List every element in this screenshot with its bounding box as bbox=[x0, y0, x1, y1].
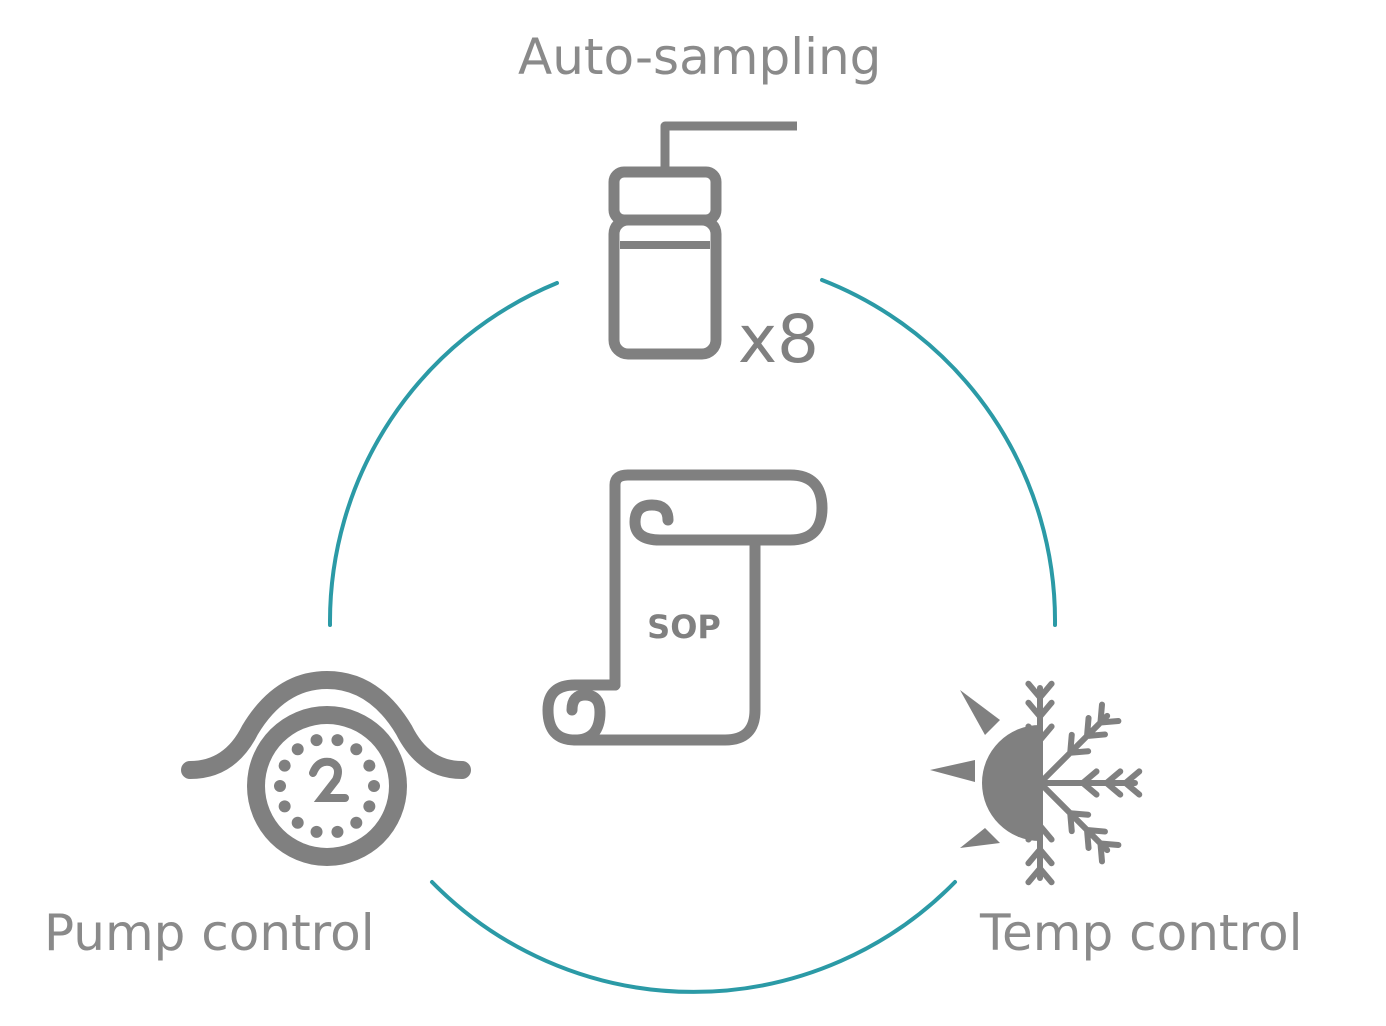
pump-roller-dot bbox=[350, 743, 363, 756]
multiplier-text: x8 bbox=[738, 301, 819, 378]
label-pump-control: Pump control bbox=[44, 904, 375, 962]
ring-arc-top-left bbox=[327, 281, 559, 627]
label-temp-control: Temp control bbox=[980, 904, 1303, 962]
pump-roller-dot bbox=[274, 780, 286, 792]
pump-roller-dot bbox=[350, 816, 363, 829]
sample-bottle-icon bbox=[608, 121, 797, 360]
sop-text: SOP bbox=[647, 608, 721, 646]
pump-roller-dot bbox=[310, 825, 323, 838]
snowflake-arm bbox=[1025, 680, 1055, 786]
pump-roller-dot bbox=[331, 825, 344, 838]
snowflake-arm bbox=[1037, 780, 1122, 865]
pump-roller-dot bbox=[291, 743, 304, 756]
snowflake-arm bbox=[1025, 780, 1055, 886]
label-auto-sampling: Auto-sampling bbox=[518, 28, 882, 86]
pump-roller-dot bbox=[331, 734, 344, 747]
pump-roller-dot bbox=[363, 759, 376, 772]
sun-snowflake-icon bbox=[930, 680, 1143, 886]
pump-roller-dot bbox=[310, 734, 323, 747]
pump-roller-dot bbox=[278, 759, 291, 772]
ring-arc-top-right bbox=[820, 278, 1058, 627]
ring-arc-bottom bbox=[430, 880, 957, 994]
cycle-ring bbox=[327, 278, 1058, 994]
sop-scroll-icon bbox=[542, 469, 828, 746]
pump-roller-dot bbox=[368, 780, 380, 792]
snowflake-arm bbox=[1037, 768, 1143, 798]
pump-roller-dot bbox=[291, 816, 304, 829]
pump-roller-dot bbox=[278, 800, 291, 813]
pump-icon bbox=[181, 670, 471, 866]
pump-roller-dot bbox=[363, 800, 376, 813]
snowflake-arm bbox=[1037, 701, 1122, 786]
